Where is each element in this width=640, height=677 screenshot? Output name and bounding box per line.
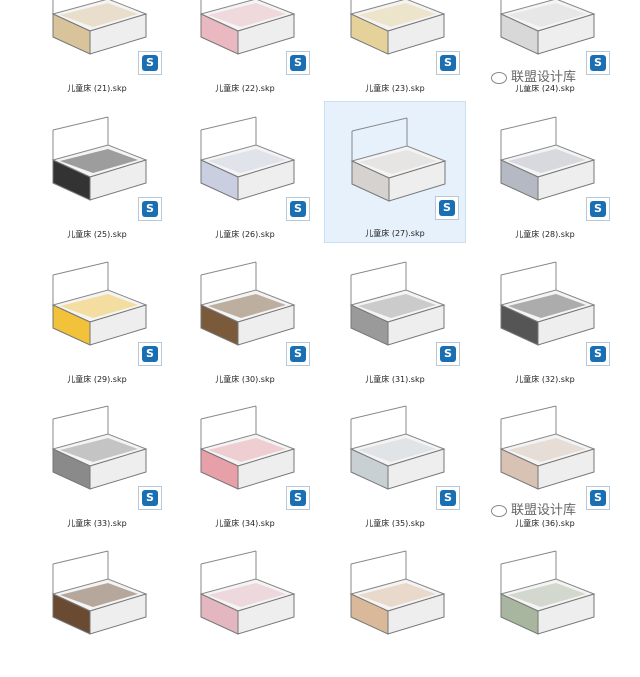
file-name: 儿童床 (22).skp [215, 84, 275, 93]
file-item[interactable]: S 儿童床 (35).skp [324, 390, 466, 532]
wechat-logo-icon [491, 504, 507, 517]
sketchup-file-icon: S [436, 486, 460, 510]
bed-thumbnail [51, 116, 148, 201]
bed-thumbnail [199, 0, 296, 55]
file-name: 儿童床 (34).skp [215, 519, 275, 528]
watermark: 联盟设计库 [488, 66, 580, 85]
sketchup-file-icon: S [286, 342, 310, 366]
file-item[interactable]: S 儿童床 (29).skp [26, 246, 168, 388]
bed-thumbnail [499, 261, 596, 346]
sketchup-file-icon: S [286, 51, 310, 75]
file-item[interactable]: S 儿童床 (26).skp [174, 101, 316, 243]
file-name: 儿童床 (29).skp [67, 375, 127, 384]
file-item[interactable]: S 儿童床 (21).skp [26, 0, 168, 97]
file-item[interactable] [174, 535, 316, 677]
sketchup-file-icon: S [138, 342, 162, 366]
bed-thumbnail [51, 550, 148, 635]
file-item[interactable]: S 儿童床 (25).skp [26, 101, 168, 243]
sketchup-file-icon: S [436, 342, 460, 366]
file-item[interactable] [26, 535, 168, 677]
file-name: 儿童床 (30).skp [215, 375, 275, 384]
file-item[interactable]: S 儿童床 (31).skp [324, 246, 466, 388]
bed-thumbnail [199, 405, 296, 490]
file-item[interactable]: S 儿童床 (23).skp [324, 0, 466, 97]
sketchup-file-icon: S [586, 486, 610, 510]
bed-thumbnail [349, 550, 446, 635]
sketchup-file-icon: S [586, 197, 610, 221]
file-item[interactable]: S 儿童床 (30).skp [174, 246, 316, 388]
bed-thumbnail [499, 550, 596, 635]
bed-thumbnail [349, 0, 446, 55]
file-item[interactable]: S 儿童床 (36).skp [474, 390, 616, 532]
file-name: 儿童床 (35).skp [365, 519, 425, 528]
bed-thumbnail [350, 117, 447, 202]
file-item[interactable]: S 儿童床 (32).skp [474, 246, 616, 388]
file-name: 儿童床 (28).skp [515, 230, 575, 239]
file-name: 儿童床 (26).skp [215, 230, 275, 239]
bed-thumbnail [499, 0, 596, 55]
bed-thumbnail [499, 405, 596, 490]
sketchup-file-icon: S [586, 342, 610, 366]
sketchup-file-icon: S [138, 197, 162, 221]
file-name: 儿童床 (31).skp [365, 375, 425, 384]
file-name: 儿童床 (27).skp [365, 229, 425, 238]
file-item[interactable] [324, 535, 466, 677]
file-name: 儿童床 (23).skp [365, 84, 425, 93]
file-item[interactable]: S 儿童床 (27).skp [324, 101, 466, 243]
file-name: 儿童床 (36).skp [515, 519, 575, 528]
file-name: 儿童床 (24).skp [515, 84, 575, 93]
sketchup-file-icon: S [586, 51, 610, 75]
sketchup-file-icon: S [138, 51, 162, 75]
file-item[interactable]: S 儿童床 (24).skp [474, 0, 616, 97]
file-item[interactable]: S 儿童床 (22).skp [174, 0, 316, 97]
sketchup-file-icon: S [138, 486, 162, 510]
sketchup-file-icon: S [286, 197, 310, 221]
bed-thumbnail [199, 116, 296, 201]
bed-thumbnail [51, 261, 148, 346]
bed-thumbnail [51, 405, 148, 490]
file-name: 儿童床 (33).skp [67, 519, 127, 528]
bed-thumbnail [349, 405, 446, 490]
file-item[interactable]: S 儿童床 (33).skp [26, 390, 168, 532]
bed-thumbnail [199, 550, 296, 635]
bed-thumbnail [499, 116, 596, 201]
sketchup-file-icon: S [286, 486, 310, 510]
sketchup-file-icon: S [435, 196, 459, 220]
file-name: 儿童床 (32).skp [515, 375, 575, 384]
bed-thumbnail [51, 0, 148, 55]
sketchup-file-icon: S [436, 51, 460, 75]
file-item[interactable]: S 儿童床 (34).skp [174, 390, 316, 532]
wechat-logo-icon [491, 71, 507, 84]
bed-thumbnail [349, 261, 446, 346]
file-name: 儿童床 (25).skp [67, 230, 127, 239]
bed-thumbnail [199, 261, 296, 346]
file-grid: S 儿童床 (21).skp S 儿童床 (22).skp S 儿童床 (23)… [26, 0, 616, 635]
file-item[interactable]: S 儿童床 (28).skp [474, 101, 616, 243]
file-name: 儿童床 (21).skp [67, 84, 127, 93]
watermark: 联盟设计库 [488, 499, 580, 518]
file-item[interactable] [474, 535, 616, 677]
